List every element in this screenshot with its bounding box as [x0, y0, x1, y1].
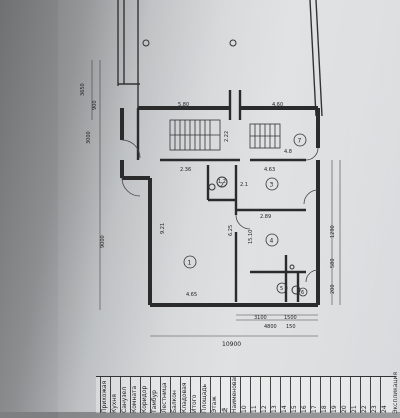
room-number-6: 6 — [301, 290, 304, 296]
explication-cell: 20 — [340, 377, 349, 413]
room-number-3: 3 — [270, 182, 274, 189]
column-marker-2 — [229, 39, 237, 47]
room-number-4: 4 — [270, 238, 274, 245]
explication-cell: Лестница — [160, 377, 169, 413]
dim-3000: 3000 — [86, 131, 92, 144]
exterior-walls — [120, 106, 320, 307]
explication-cell: 22 — [360, 377, 369, 413]
explication-cell: Итого — [190, 377, 199, 413]
dim-6-25: 6.25 — [228, 225, 234, 236]
dim-2-36: 2.36 — [180, 167, 191, 173]
explication-cell: 16 — [300, 377, 309, 413]
dim-4-60: 4.60 — [272, 102, 283, 108]
toilet-fixture-2 — [291, 285, 301, 295]
explication-cell: 10 — [240, 377, 249, 413]
explication-cell: 23 — [370, 377, 379, 413]
drain-fixture — [289, 264, 295, 270]
explication-cell: Коридор — [140, 377, 149, 413]
explication-cell: Этаж — [210, 377, 219, 413]
toilet-fixture — [216, 176, 228, 188]
dim-2-89: 2.89 — [260, 214, 271, 220]
explication-cell: Площадь — [200, 377, 209, 413]
hall-outline — [117, 0, 323, 117]
explication-cell: Кухня — [110, 377, 119, 413]
explication-cell: 21 — [350, 377, 359, 413]
dim-2-1: 2.1 — [240, 182, 248, 188]
explication-cell: 18 — [320, 377, 329, 413]
door-swings — [121, 139, 319, 283]
table-caption: Экспликация — [392, 372, 399, 414]
explication-cell: Санузел — [120, 377, 129, 413]
dim-9-21: 9.21 — [160, 223, 166, 234]
paper-sheet — [58, 0, 400, 418]
dimension-lines — [91, 60, 341, 337]
explication-cell: Тамбур — [150, 377, 159, 413]
dim-4800: 4800 — [264, 324, 277, 330]
dim-4-63: 4.63 — [264, 167, 275, 173]
room-number-2: 2 — [220, 182, 224, 189]
dim-10900: 10900 — [222, 341, 241, 348]
explication-cell: 19 — [330, 377, 339, 413]
staircase-left — [169, 119, 221, 151]
explication-cell: № — [220, 377, 229, 413]
sink-fixture — [208, 183, 216, 191]
dim-9000: 9000 — [100, 235, 106, 248]
dim-200: 200 — [330, 284, 336, 294]
explication-cell: 17 — [310, 377, 319, 413]
room-number-1: 1 — [188, 260, 192, 267]
explication-cell: 11 — [250, 377, 259, 413]
dim-1500: 1500 — [284, 315, 297, 321]
column-marker-1 — [142, 39, 150, 47]
explication-cell: 15 — [290, 377, 299, 413]
room-number-7: 7 — [298, 138, 302, 145]
dim-1290: 1290 — [330, 225, 336, 238]
explication-cell: Кладовая — [180, 377, 189, 413]
explication-cell: Комната — [130, 377, 139, 413]
dim-900: 900 — [92, 100, 98, 110]
explication-cell: Наименование — [230, 377, 239, 413]
dim-3650: 3650 — [80, 83, 86, 96]
explication-cell: 13 — [270, 377, 279, 413]
room-markers: 1 2 3 4 5 6 7 — [183, 133, 308, 297]
dim-5-80: 5.80 — [178, 102, 189, 108]
dim-3100: 3100 — [254, 315, 267, 321]
explication-cell: Балкон — [170, 377, 179, 413]
dim-2-22: 2.22 — [224, 131, 230, 142]
dim-1-2: 1.2 — [218, 179, 226, 185]
explication-cell: 14 — [280, 377, 289, 413]
explication-cell: Прихожая — [100, 377, 109, 413]
staircase-right — [249, 123, 281, 149]
interior-walls — [136, 90, 306, 302]
room-number-5: 5 — [280, 286, 283, 292]
dim-150: 150 — [286, 324, 296, 330]
dim-4-65: 4.65 — [186, 292, 197, 298]
dim-580: 580 — [330, 258, 336, 268]
explication-cell: 12 — [260, 377, 269, 413]
dim-15-10: 15.10 — [248, 230, 254, 244]
dim-4-8: 4.8 — [284, 149, 292, 155]
explication-cell: 24 — [380, 377, 389, 413]
